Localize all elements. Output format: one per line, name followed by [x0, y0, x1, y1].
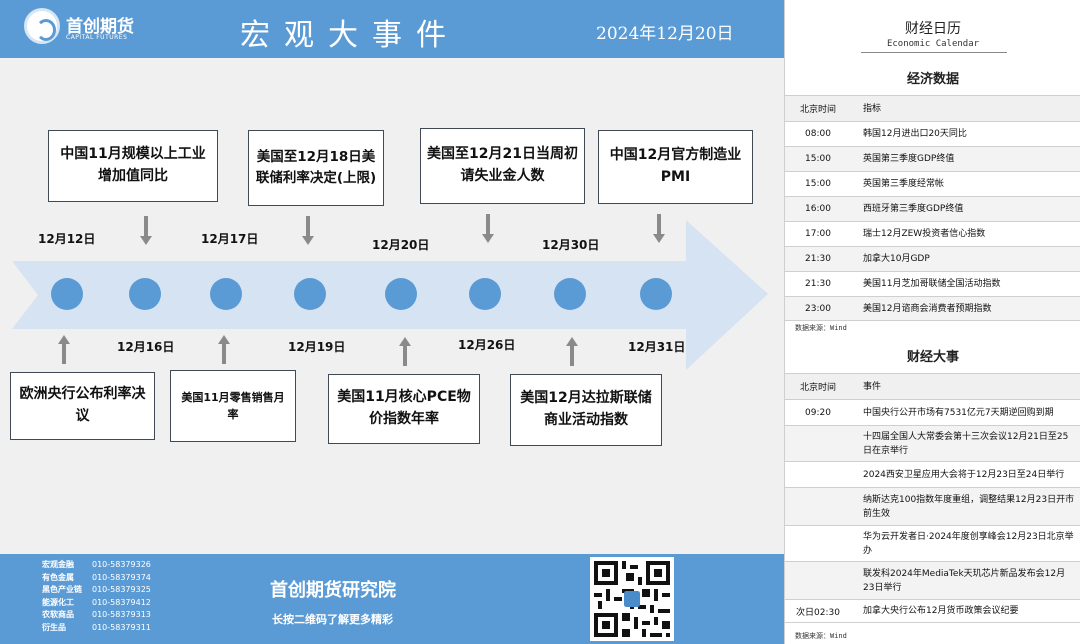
- divider: [861, 52, 1007, 53]
- timeline-dot: [385, 278, 417, 310]
- timeline-dot: [469, 278, 501, 310]
- table-row: 纳斯达克100指数年度重组，调整结果12月23日开市前生效: [785, 487, 1080, 525]
- timeline-date: 12月17日: [201, 232, 259, 246]
- economic-calendar-panel: 财经日历 Economic Calendar 经济数据 北京时间 指标 08:0…: [784, 0, 1080, 644]
- bottom-event-box: 美国12月达拉斯联储商业活动指数: [510, 374, 662, 446]
- top-event-box: 美国至12月18日美联储利率决定(上限): [248, 130, 384, 206]
- table-header: 北京时间 指标: [785, 95, 1080, 121]
- calendar-title-en: Economic Calendar: [886, 39, 980, 49]
- header-item: 事件: [863, 381, 882, 392]
- timeline-dot: [51, 278, 83, 310]
- header-time: 北京时间: [799, 105, 836, 115]
- up-arrow-icon: [218, 335, 230, 364]
- up-arrow-icon: [399, 337, 411, 366]
- timeline-date: 12月16日: [117, 340, 175, 354]
- timeline-dot: [294, 278, 326, 310]
- table-header: 北京时间 事件: [785, 373, 1080, 399]
- table-row: 联发科2024年MediaTek天玑芯片新品发布会12月23日举行: [785, 561, 1080, 599]
- timeline-dot: [210, 278, 242, 310]
- top-event-box: 中国12月官方制造业PMI: [598, 130, 753, 204]
- qr-tagline: 长按二维码了解更多精彩: [272, 613, 393, 626]
- header-time: 北京时间: [799, 383, 836, 393]
- bottom-event-box: 美国11月核心PCE物价指数年率: [328, 374, 480, 444]
- qr-code-icon[interactable]: [590, 557, 674, 641]
- timeline: 中国11月规模以上工业增加值同比 美国至12月18日美联储利率决定(上限) 美国…: [0, 58, 784, 554]
- data-source-note: 数据来源：Wind: [795, 632, 847, 640]
- up-arrow-icon: [58, 335, 70, 364]
- down-arrow-icon: [653, 214, 665, 243]
- table-row: 2024西安卫星应用大会将于12月23日至24日举行: [785, 461, 1080, 487]
- data-source-note: 数据来源：Wind: [795, 324, 847, 332]
- timeline-date: 12月31日: [628, 340, 686, 354]
- timeline-dot: [554, 278, 586, 310]
- table-row: 华为云开发者日·2024年度创享峰会12月23日北京举办: [785, 525, 1080, 561]
- institute-name: 首创期货研究院: [270, 580, 396, 601]
- company-logo-icon: [24, 8, 60, 44]
- header-item: 指标: [863, 103, 882, 114]
- timeline-dot: [640, 278, 672, 310]
- timeline-date: 12月26日: [458, 338, 516, 352]
- timeline-date: 12月20日: [372, 238, 430, 252]
- page-title: 宏观大事件: [240, 18, 460, 53]
- top-event-box: 中国11月规模以上工业增加值同比: [48, 130, 218, 202]
- top-event-box: 美国至12月21日当周初请失业金人数: [420, 128, 585, 204]
- up-arrow-icon: [566, 337, 578, 366]
- timeline-date: 12月30日: [542, 238, 600, 252]
- calendar-title: 财经日历: [905, 21, 961, 37]
- logo-english: CAPITAL FUTURES: [66, 34, 128, 41]
- timeline-dot: [129, 278, 161, 310]
- report-date: 2024年12月20日: [596, 24, 734, 44]
- table-row: 十四届全国人大常委会第十三次会议12月21日至25日在京举行: [785, 425, 1080, 461]
- down-arrow-icon: [302, 216, 314, 245]
- left-panel: 首创期货 CAPITAL FUTURES 宏观大事件 2024年12月20日 中…: [0, 0, 784, 644]
- timeline-date: 12月19日: [288, 340, 346, 354]
- logo-name: 首创期货: [66, 17, 134, 37]
- bottom-event-box: 美国11月零售销售月率: [170, 370, 296, 442]
- down-arrow-icon: [140, 216, 152, 245]
- header-banner: 首创期货 CAPITAL FUTURES 宏观大事件 2024年12月20日: [0, 0, 784, 58]
- down-arrow-icon: [482, 214, 494, 243]
- econ-data-title: 经济数据: [906, 72, 959, 87]
- events-title: 财经大事: [906, 350, 959, 365]
- timeline-date: 12月12日: [38, 232, 96, 246]
- bottom-event-box: 欧洲央行公布利率决议: [10, 372, 155, 440]
